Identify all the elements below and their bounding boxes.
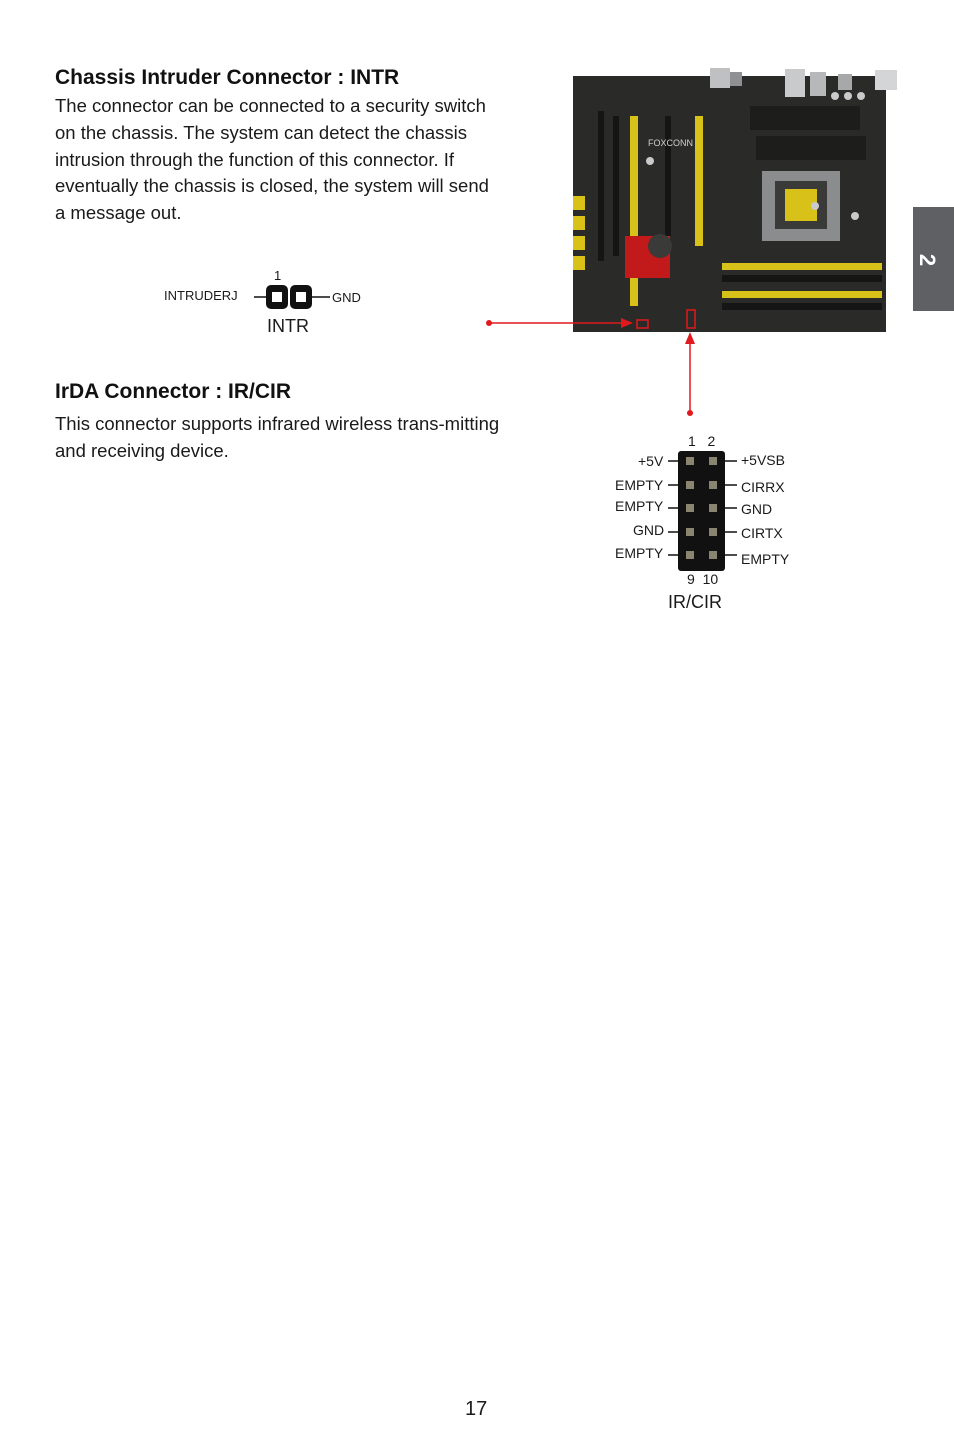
chapter-tab: 2 [913, 207, 954, 311]
chapter-tab-label: 2 [915, 253, 941, 267]
ircir-bottom-pins: 9 10 [687, 571, 719, 587]
intr-body-line: eventually the chassis is closed, the sy… [55, 175, 489, 197]
ircir-left-label-7: GND [633, 522, 665, 538]
intr-body-line: The connector can be connected to a secu… [55, 95, 486, 116]
ircir-left-label-3: EMPTY [615, 477, 664, 493]
intr-heading: Chassis Intruder Connector : INTR [55, 66, 400, 89]
ircir-header-graphic [668, 451, 737, 571]
ircir-right-label-4: CIRRX [741, 479, 785, 495]
intr-name: INTR [267, 316, 309, 336]
intr-body-line: on the chassis. The system can detect th… [55, 121, 468, 143]
intr-diagram: 1 INTRUDERJ GND INTR [150, 262, 390, 342]
irda-body: This connector supports infrared wireles… [55, 411, 535, 465]
ircir-diagram: 1 2 9 10 +5V EMPTY EMPTY GND EMPTY +5VSB… [610, 430, 810, 620]
ircir-top-pins: 1 2 [688, 433, 716, 449]
intr-body: The connector can be connected to a secu… [55, 93, 525, 227]
ircir-right-label-2: +5VSB [741, 452, 785, 468]
irda-body-line: This connector supports infrared wireles… [55, 413, 500, 434]
ircir-right-label-10: EMPTY [741, 551, 790, 567]
intr-pin1-label: 1 [274, 268, 282, 283]
motherboard-image: FOXCONN [573, 68, 897, 332]
ircir-left-label-5: EMPTY [615, 498, 664, 514]
ircir-left-label-1: +5V [638, 453, 664, 469]
intr-right-label: GND [332, 290, 361, 305]
ircir-right-label-6: GND [741, 501, 773, 517]
board-brand: FOXCONN [648, 138, 693, 148]
ircir-right-label-8: CIRTX [741, 525, 783, 541]
intr-left-label: INTRUDERJ [164, 288, 238, 303]
irda-heading: IrDA Connector : IR/CIR [55, 380, 292, 403]
intr-body-line: a message out. [55, 202, 182, 224]
intr-body-line: intrusion through the function of this c… [55, 148, 455, 170]
pointer-arrows [486, 318, 695, 416]
intr-header-graphic [254, 285, 330, 309]
ircir-left-label-9: EMPTY [615, 545, 664, 561]
page-number: 17 [465, 1398, 488, 1420]
ircir-name: IR/CIR [668, 592, 722, 612]
irda-body-line: and receiving device. [55, 439, 229, 461]
